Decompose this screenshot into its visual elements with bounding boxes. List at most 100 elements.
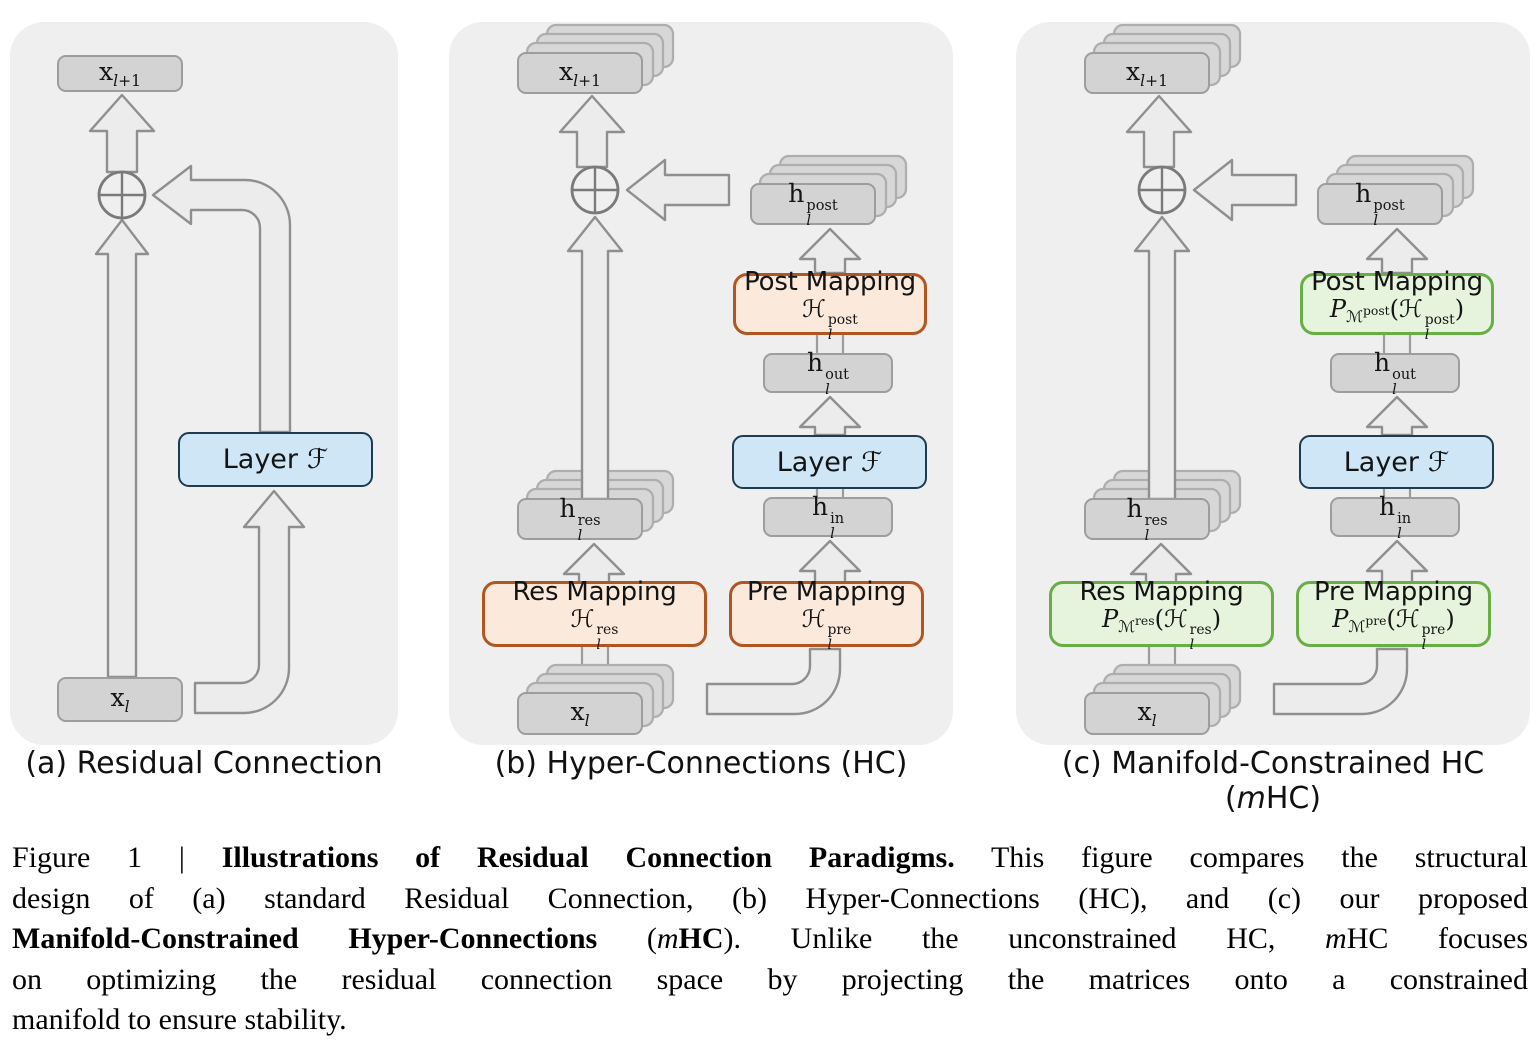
pre-mapping-sub: l [1421, 636, 1427, 653]
h-in-label: h [811, 492, 829, 522]
res-mapping-sub: l [596, 636, 601, 653]
caption-text: on optimizing the residual connection sp… [12, 962, 1528, 996]
caption-text: Figure 1 | [12, 841, 222, 874]
state-stack-x-current: xl [1084, 692, 1210, 735]
paren-close: ) [1445, 605, 1455, 634]
residual-diagram-shapes [88, 93, 306, 715]
res-mapping-sub: l [1189, 636, 1195, 653]
paren-open: ( [1389, 295, 1399, 324]
panel-c-caption-pre: (c) Manifold-Constrained HC ( [1061, 746, 1485, 816]
h-in-sub: l [1397, 525, 1402, 542]
pre-mapping-sup: pre [1421, 622, 1446, 639]
h-out-sub: l [825, 381, 830, 398]
arrow-identity-up [94, 218, 150, 679]
arrow-sum-to-output [88, 93, 156, 174]
x-next-sub-plus1: +1 [1145, 71, 1168, 90]
arrow-layer-to-hout [1365, 395, 1429, 437]
panel-c-caption-post: HC) [1265, 781, 1322, 816]
figure-caption-line: on optimizing the residual connection sp… [12, 960, 1528, 1001]
post-mapping-sub: l [1424, 326, 1430, 343]
sum-node-icon [1137, 165, 1187, 215]
res-mapping-title: Res Mapping [512, 577, 677, 608]
pre-mapping-sup: pre [827, 622, 852, 639]
state-stack-x-current: xl [517, 692, 643, 735]
x-next-label: x [99, 57, 114, 87]
caption-text: design of (a) standard Residual Connecti… [12, 881, 1528, 915]
x-cur-label: x [110, 683, 125, 713]
h-out-label: h [806, 348, 824, 378]
h-res-sub: l [1144, 527, 1150, 544]
figure-caption-line: Figure 1 | Illustrations of Residual Con… [12, 838, 1528, 879]
h-in-sub: l [830, 525, 835, 542]
x-next-sub-l: l [113, 71, 119, 90]
x-next-label: x [559, 56, 574, 86]
h-out-label: h [1373, 348, 1391, 378]
projection-symbol: P [1329, 295, 1347, 324]
arrow-layer-to-sum [151, 164, 292, 434]
caption-text: HC focuses [1346, 922, 1528, 955]
post-mapping-sub: l [827, 326, 833, 343]
post-mapping-title: Post Mapping [744, 267, 916, 298]
x-cur-sub-l: l [124, 697, 130, 716]
h-post-sub: l [806, 212, 812, 229]
pre-mapping-symbol: ℋ [801, 605, 826, 634]
h-out-sup: out [1392, 366, 1416, 383]
sum-node-icon [97, 170, 147, 220]
layer-f-symbol: ℱ [1428, 446, 1450, 478]
h-res-sup: res [577, 512, 601, 529]
x-cur-label: x [570, 697, 585, 727]
res-mapping-sup: res [1189, 622, 1212, 639]
state-box-x-next: xl+1 [57, 55, 183, 92]
caption-text: ). Unlike the unconstrained HC, [723, 922, 1326, 955]
state-box-x-current: xl [57, 677, 183, 722]
caption-text-bold: HC [678, 922, 724, 955]
post-mapping-symbol: ℋ [1399, 295, 1423, 324]
manifold-symbol: ℳ [1346, 307, 1363, 327]
res-mapping-symbol: ℋ [1163, 605, 1188, 634]
state-stack-x-next: xl+1 [517, 52, 643, 94]
caption-text-bold: Manifold-Constrained Hyper-Connections [12, 922, 598, 955]
paren-close: ) [1211, 605, 1222, 634]
panel-c-caption: (c) Manifold-Constrained HC (mHC) [1016, 746, 1530, 816]
projection-symbol: P [1332, 605, 1349, 634]
res-mapping-symbol: ℋ [570, 605, 595, 634]
h-res-label: h [1126, 494, 1143, 524]
x-next-sub-plus1: +1 [118, 71, 141, 90]
res-mapping-sup: res [596, 622, 619, 639]
h-post-label: h [788, 179, 805, 209]
caption-text: This figure compares the structural [954, 841, 1528, 874]
post-mapping-title: Post Mapping [1311, 267, 1483, 298]
layer-word: Layer [1343, 446, 1420, 478]
sum-node-icon [570, 165, 620, 215]
figure-caption-line: design of (a) standard Residual Connecti… [12, 879, 1528, 920]
panel-c-caption-m: m [1236, 781, 1266, 816]
caption-text-italic: m [1325, 922, 1347, 955]
h-res-sup: res [1144, 512, 1168, 529]
post-mapping-sup: post [1424, 312, 1455, 329]
layer-word: Layer [222, 444, 299, 475]
caption-text: ( [597, 922, 657, 955]
layer-word: Layer [776, 446, 853, 478]
x-next-label: x [1126, 56, 1141, 86]
h-res-sub: l [577, 527, 583, 544]
layer-f-symbol: ℱ [861, 446, 883, 478]
caption-text: manifold to ensure stability. [12, 1003, 347, 1036]
arrow-sum-to-output [558, 94, 626, 169]
arrow-layer-to-hout [798, 395, 862, 437]
arrow-hres-to-sum [1133, 215, 1191, 501]
panel-b-caption: (b) Hyper-Connections (HC) [494, 746, 908, 781]
post-mapping-symbol: ℋ [802, 295, 826, 324]
